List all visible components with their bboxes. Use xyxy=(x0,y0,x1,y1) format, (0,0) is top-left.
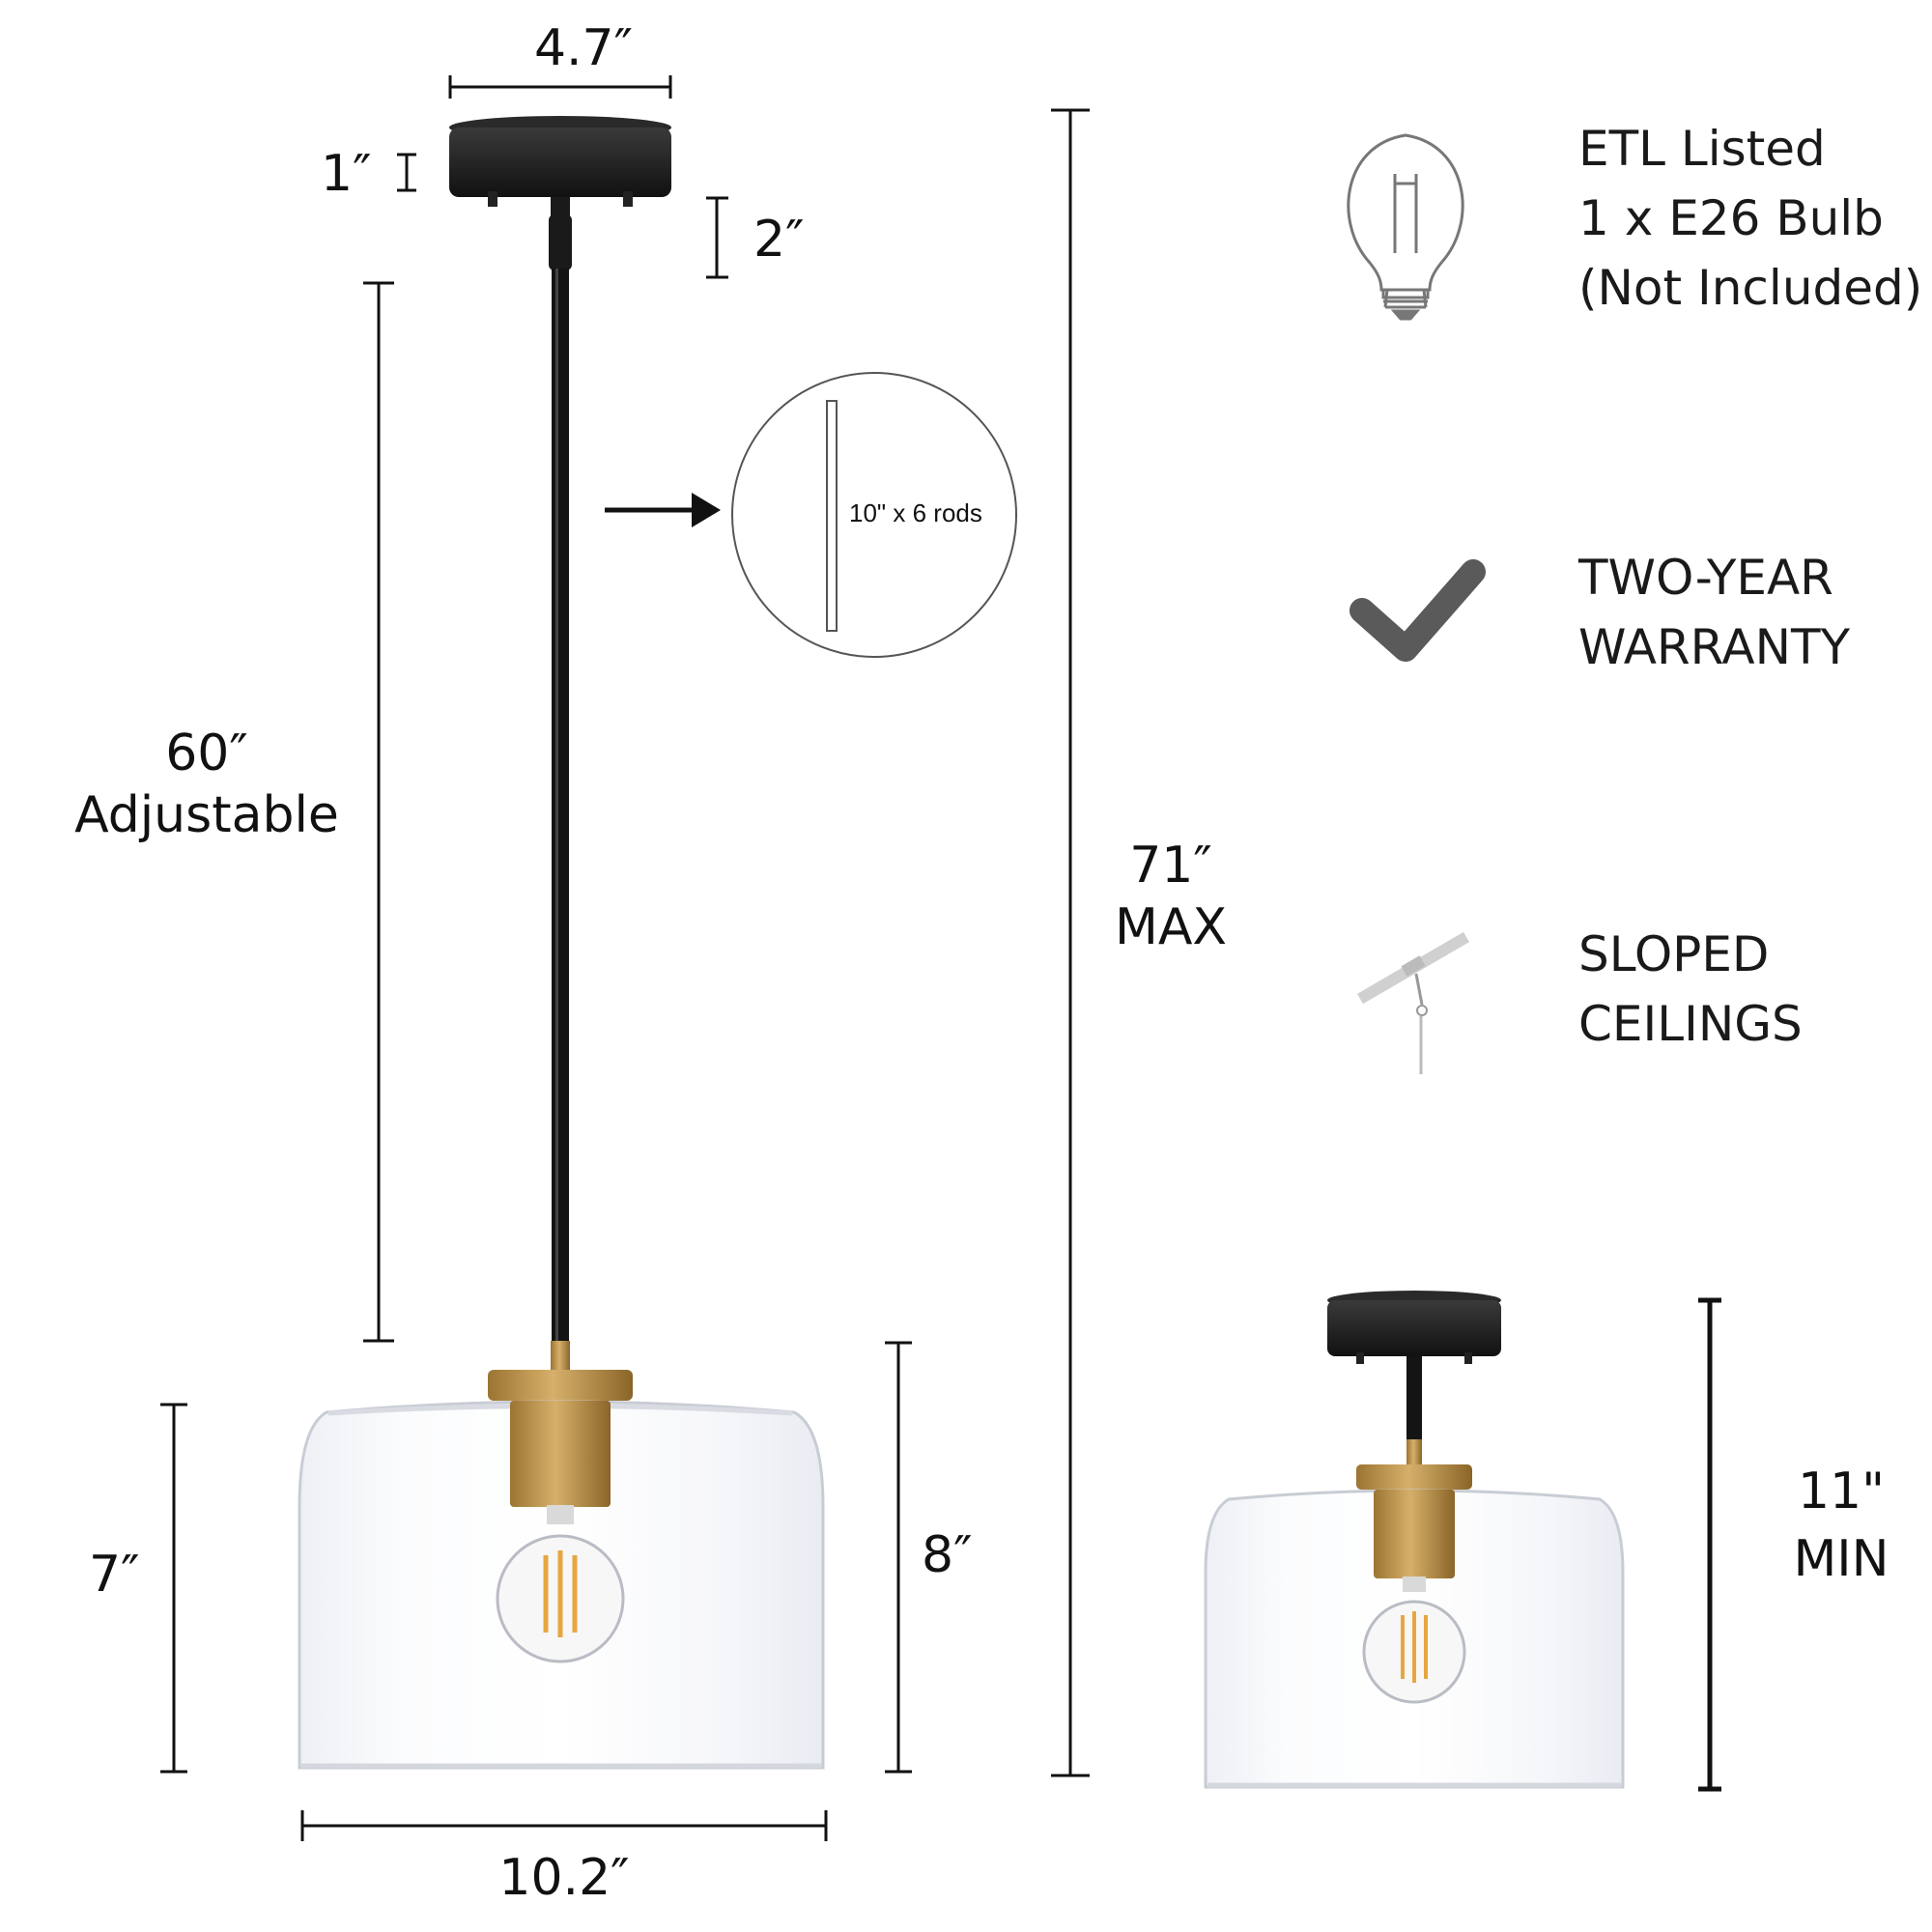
rod-piece xyxy=(826,400,838,632)
feature-warranty-line: WARRANTY xyxy=(1578,619,1851,675)
min-note-label: MIN xyxy=(1793,1530,1889,1588)
rod-note-label: Adjustable xyxy=(74,786,339,844)
minimum-height-pendant xyxy=(1204,1291,1625,1789)
shade-width-label: 10.2″ xyxy=(498,1849,630,1907)
feature-etl: ETL Listed 1 x E26 Bulb (Not Included) xyxy=(1578,114,1922,323)
feature-etl-line: 1 x E26 Bulb xyxy=(1578,190,1884,246)
rod-length-label: 60″ xyxy=(165,724,248,782)
min-canopy xyxy=(1327,1300,1501,1356)
feature-warranty-line: TWO-YEAR xyxy=(1578,550,1833,606)
max-note-label: MAX xyxy=(1114,898,1228,956)
feature-etl-line: ETL Listed xyxy=(1578,121,1826,177)
min-height-dimension-line xyxy=(1698,1297,1721,1792)
min-height-label: 11" xyxy=(1797,1463,1886,1520)
max-height-label: 71″ xyxy=(1129,837,1212,895)
sloped-ceiling-icon xyxy=(1356,931,1470,1074)
feature-etl-line: (Not Included) xyxy=(1578,260,1923,316)
stem-top-label: 2″ xyxy=(753,211,805,269)
feature-sloped: SLOPED CEILINGS xyxy=(1578,920,1803,1059)
socket xyxy=(510,1401,611,1507)
dimension-lines xyxy=(160,75,1090,1841)
canopy-width-label: 4.7″ xyxy=(533,19,634,77)
swivel-joint xyxy=(549,214,572,270)
main-pendant xyxy=(298,116,825,1770)
canopy-height-label: 1″ xyxy=(321,145,372,203)
rod-callout xyxy=(605,372,1017,658)
feature-sloped-line: SLOPED xyxy=(1578,926,1770,982)
brass-cap xyxy=(488,1370,633,1401)
rods-callout-label: 10" x 6 rods xyxy=(849,498,982,527)
checkmark-icon xyxy=(1350,559,1486,662)
canopy xyxy=(449,128,671,197)
socket-to-bottom-label: 8″ xyxy=(922,1526,973,1584)
feature-sloped-line: CEILINGS xyxy=(1578,996,1803,1052)
shade-height-label: 7″ xyxy=(89,1546,140,1604)
feature-warranty: TWO-YEAR WARRANTY xyxy=(1578,543,1850,682)
light-bulb-icon xyxy=(1347,133,1464,321)
down-rod xyxy=(552,269,569,1341)
min-stem xyxy=(1406,1356,1422,1439)
rod-callout-circle xyxy=(731,372,1017,658)
